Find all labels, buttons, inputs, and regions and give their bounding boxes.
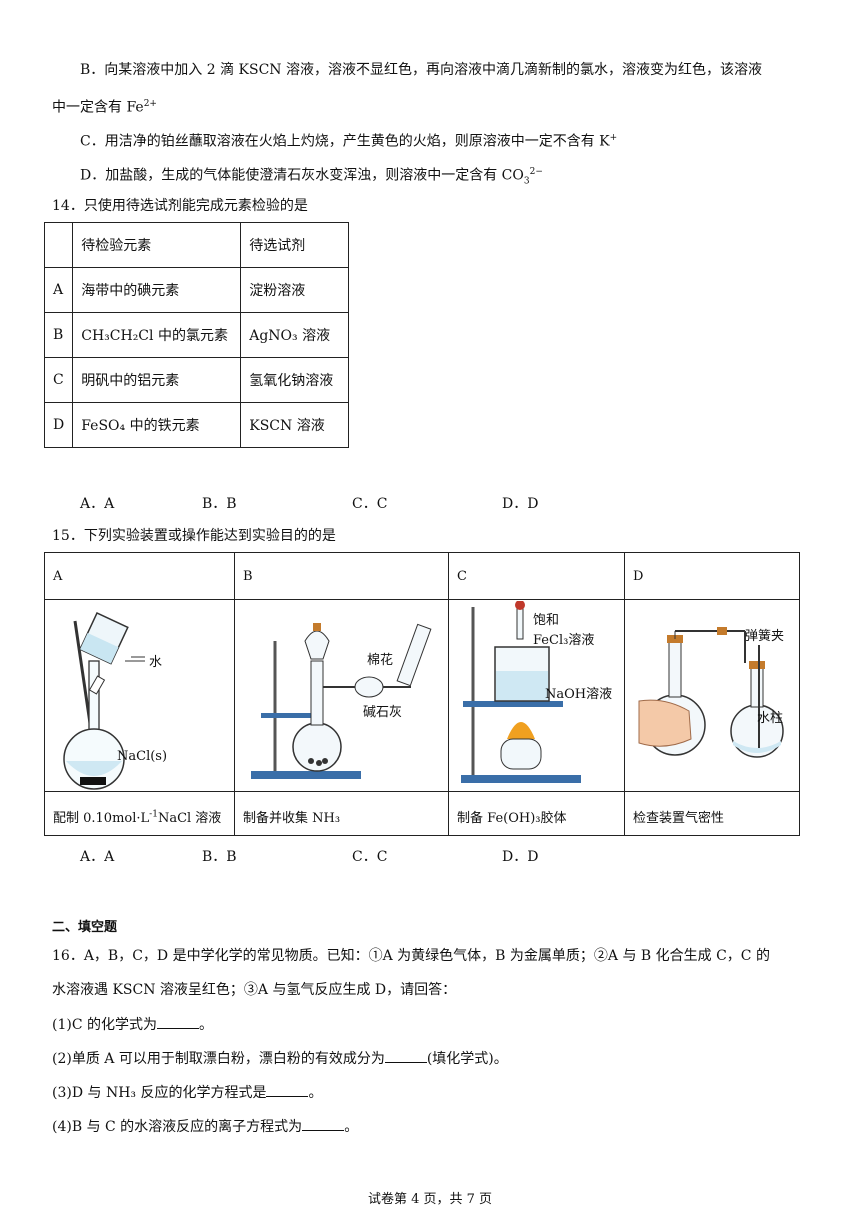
q15-option-c: C．C — [352, 849, 388, 865]
q16-part2: (2)单质 A 可以用于制取漂白粉，漂白粉的有效成分为(填化学式)。 — [52, 1048, 508, 1069]
q14-option-c: C．C — [352, 496, 388, 512]
annotation-water-column: 水柱 — [757, 711, 784, 726]
q13-option-b-line1: B．向某溶液中加入 2 滴 KSCN 溶液，溶液不显红色，再向溶液中滴几滴新制的… — [80, 62, 763, 78]
q16-part1: (1)C 的化学式为。 — [52, 1014, 213, 1035]
table-cell: CH₃CH₂Cl 中的氯元素 — [72, 312, 242, 358]
table-cell: C — [43, 357, 74, 403]
q14-table: 待检验元素 待选试剂 A 海带中的碘元素 淀粉溶液 B CH₃CH₂Cl 中的氯… — [43, 222, 350, 448]
table-cell: 海带中的碘元素 — [72, 267, 242, 313]
table-cell: D — [43, 402, 74, 448]
annotation-spring-clip: 弹簧夹 — [745, 629, 785, 644]
q15-cell-c: C 饱和 FeCl₃溶液 NaOH溶液 制备 Fe(OH)₃胶体 — [449, 553, 625, 835]
annotation-saturated: 饱和 — [533, 613, 560, 628]
annotation-cotton: 棉花 — [367, 653, 394, 668]
q14-stem: 14．只使用待选试剂能完成元素检验的是 — [52, 198, 308, 214]
q13-option-c: C．用洁净的铂丝蘸取溶液在火焰上灼烧，产生黄色的火焰，则原溶液中一定不含有 K+ — [80, 133, 618, 150]
table-cell: 氢氧化钠溶液 — [240, 357, 350, 403]
q16-part4: (4)B 与 C 的水溶液反应的离子方程式为。 — [52, 1116, 358, 1137]
q15-cell-a: A 水 NaCl(s) 配制 0.10mol·L-1NaCl 溶液 — [45, 553, 235, 835]
q14-option-a: A．A — [80, 496, 115, 512]
table-cell: AgNO₃ 溶液 — [240, 312, 350, 358]
q14-option-b: B．B — [202, 496, 237, 512]
page-footer: 试卷第 4 页，共 7 页 — [367, 1192, 493, 1207]
table-cell: KSCN 溶液 — [240, 402, 350, 448]
table-row: A 海带中的碘元素 淀粉溶液 — [43, 267, 350, 313]
q15-cell-b: B 棉花 碱石灰 制备并收集 NH₃ — [235, 553, 449, 835]
q16-stem-line2: 水溶液遇 KSCN 溶液呈红色；③A 与氢气反应生成 D，请回答： — [52, 982, 457, 998]
table-cell: A — [43, 267, 74, 313]
q15-option-d: D．D — [502, 849, 539, 865]
table-row: 待检验元素 待选试剂 — [43, 222, 350, 268]
q15-caption-c: 制备 Fe(OH)₃胶体 — [457, 811, 567, 826]
answer-blank[interactable] — [266, 1082, 309, 1097]
table-row: D FeSO₄ 中的铁元素 KSCN 溶液 — [43, 402, 350, 448]
q15-label-a: A — [53, 569, 63, 584]
annotation-soda-lime: 碱石灰 — [363, 705, 403, 720]
q13-option-d: D．加盐酸，生成的气体能使澄清石灰水变浑浊，则溶液中一定含有 CO32− — [80, 167, 543, 187]
answer-blank[interactable] — [302, 1116, 345, 1131]
volumetric-flask-diagram — [63, 612, 145, 790]
table-cell: 明矾中的铝元素 — [72, 357, 242, 403]
table-cell — [43, 222, 74, 268]
table-cell: 待检验元素 — [72, 222, 242, 268]
q16-stem-line1: 16．A，B，C，D 是中学化学的常见物质。已知：①A 为黄绿色气体，B 为金属… — [52, 948, 770, 964]
q15-label-d: D — [633, 569, 644, 584]
q15-label-c: C — [457, 569, 467, 584]
colloid-prep-diagram — [461, 601, 581, 783]
q15-caption-a: 配制 0.10mol·L-1NaCl 溶液 — [53, 809, 222, 826]
annotation-nacl: NaCl(s) — [117, 749, 168, 764]
section-title: 二、填空题 — [52, 920, 118, 935]
q15-label-b: B — [243, 569, 253, 584]
table-cell: B — [43, 312, 74, 358]
table-cell: 待选试剂 — [240, 222, 350, 268]
q15-stem: 15．下列实验装置或操作能达到实验目的的是 — [52, 528, 336, 544]
table-cell: 淀粉溶液 — [240, 267, 350, 313]
table-cell: FeSO₄ 中的铁元素 — [72, 402, 242, 448]
q15-caption-b: 制备并收集 NH₃ — [243, 811, 341, 826]
answer-blank[interactable] — [384, 1048, 427, 1063]
answer-blank[interactable] — [157, 1014, 199, 1029]
airtightness-diagram — [638, 627, 784, 758]
q15-option-b: B．B — [202, 849, 237, 865]
q15-apparatus-table: A 水 NaCl(s) 配制 0.10mol·L-1NaCl 溶液 B — [44, 552, 800, 836]
annotation-water: 水 — [149, 655, 163, 670]
annotation-fecl3: FeCl₃溶液 — [533, 633, 595, 648]
annotation-naoh: NaOH溶液 — [545, 687, 613, 702]
q15-option-a: A．A — [80, 849, 115, 865]
table-row: C 明矾中的铝元素 氢氧化钠溶液 — [43, 357, 350, 403]
q14-option-d: D．D — [502, 496, 539, 512]
table-row: B CH₃CH₂Cl 中的氯元素 AgNO₃ 溶液 — [43, 312, 350, 358]
ammonia-prep-diagram — [251, 623, 432, 779]
q15-caption-d: 检查装置气密性 — [633, 811, 725, 826]
q16-part3: (3)D 与 NH₃ 反应的化学方程式是。 — [52, 1082, 322, 1103]
q15-cell-d: D 弹簧夹 水柱 检查装置气密性 — [625, 553, 799, 835]
q13-option-b-line2: 中一定含有 Fe2+ — [52, 99, 157, 116]
